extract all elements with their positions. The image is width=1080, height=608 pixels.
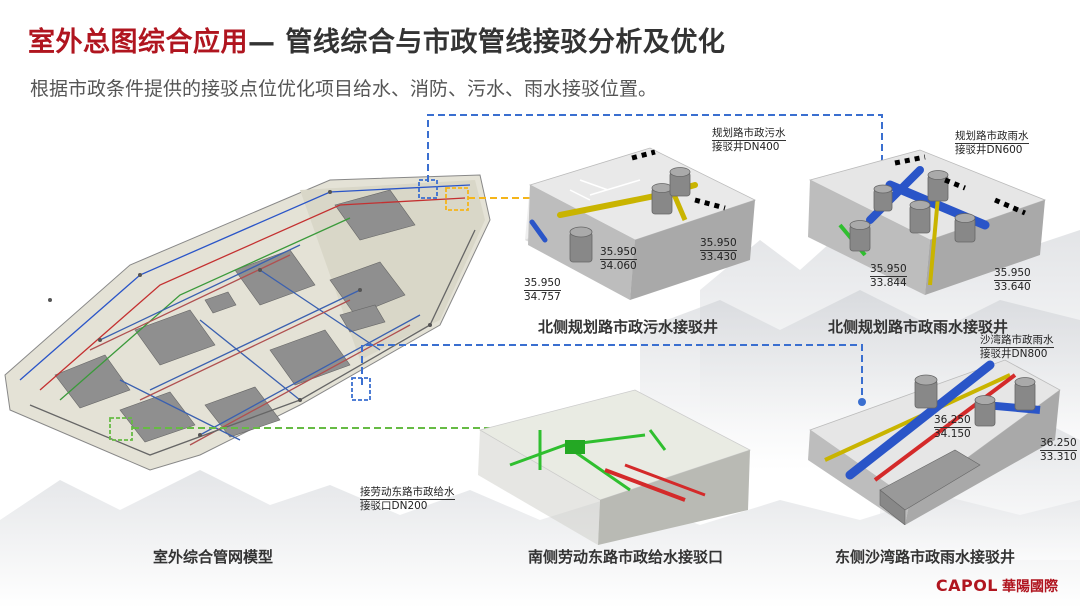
caption-south-water: 南侧劳动东路市政给水接驳口 <box>528 548 724 566</box>
callout-line: 接驳井DN400 <box>712 140 786 154</box>
rain-well-north-callout: 规划路市政雨水 接驳井DN600 <box>955 130 1029 157</box>
south-water-inlet-model <box>478 389 752 545</box>
callout-line: 接驳井DN800 <box>980 347 1054 361</box>
callout-line: 规划路市政雨水 <box>955 130 1029 142</box>
page-title: 室外总图综合应用— 管线综合与市政管线接驳分析及优化 <box>28 27 726 58</box>
callout-line: 规划路市政污水 <box>712 127 786 139</box>
callout-line: 沙湾路市政雨水 <box>980 334 1054 346</box>
callout-line: 接驳口DN200 <box>360 499 455 513</box>
callout-line: 接劳动东路市政给水 <box>360 486 455 498</box>
east-rain-well-model <box>808 359 1061 525</box>
callout-line: 接驳井DN600 <box>955 143 1029 157</box>
water-inlet-callout: 接劳动东路市政给水 接驳口DN200 <box>360 486 455 513</box>
caption-site-model: 室外综合管网模型 <box>153 548 274 566</box>
rain-well-east-callout: 沙湾路市政雨水 接驳井DN800 <box>980 334 1054 361</box>
caption-north-rain: 北侧规划路市政雨水接驳井 <box>828 318 1009 336</box>
caption-east-rain: 东侧沙湾路市政雨水接驳井 <box>835 548 1016 566</box>
site-pipe-network-model <box>4 174 491 471</box>
page-subtitle: 根据市政条件提供的接驳点位优化项目给水、消防、污水、雨水接驳位置。 <box>30 78 658 100</box>
caption-north-sewage: 北侧规划路市政污水接驳井 <box>538 318 719 336</box>
north-rain-well-model <box>808 149 1047 295</box>
north-sewage-well-model <box>525 147 757 300</box>
sewage-well-callout: 规划路市政污水 接驳井DN400 <box>712 127 786 154</box>
